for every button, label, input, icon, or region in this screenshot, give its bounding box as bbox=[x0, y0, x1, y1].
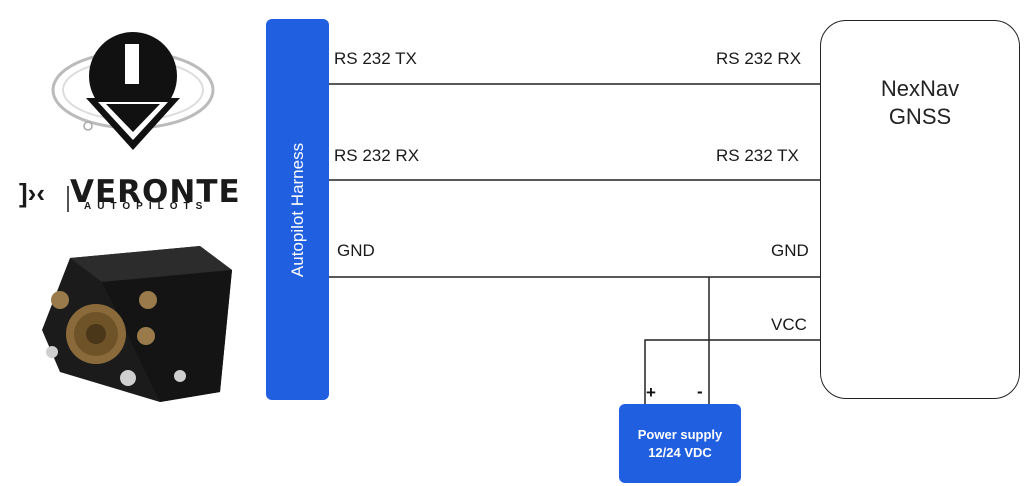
harness-label: Autopilot Harness bbox=[287, 142, 307, 277]
label-rs232-tx-right: RS 232 TX bbox=[716, 146, 799, 165]
veronte-mark: ]›‹ bbox=[19, 178, 45, 208]
autopilot-device-icon bbox=[42, 246, 232, 402]
psu-label-line1: Power supply bbox=[637, 426, 723, 442]
label-gnd-right: GND bbox=[771, 241, 809, 260]
power-supply: Power supply 12/24 VDC bbox=[619, 404, 741, 483]
gnss-title-line1: NexNav bbox=[880, 76, 960, 101]
autopilot-harness: Autopilot Harness bbox=[266, 19, 329, 400]
veronte-wordmark: VERONTE bbox=[70, 174, 241, 210]
veronte-tagline: AUTOPILOTS bbox=[84, 201, 209, 212]
veronte-logo-icon bbox=[51, 32, 215, 150]
psu-plus-terminal: + bbox=[646, 383, 656, 402]
psu-minus-terminal: - bbox=[697, 382, 703, 401]
gnss-module: NexNav GNSS bbox=[820, 20, 1020, 399]
label-gnd-left: GND bbox=[337, 241, 375, 260]
label-rs232-rx-left: RS 232 RX bbox=[334, 146, 420, 165]
label-vcc: VCC bbox=[771, 315, 807, 334]
psu-label-line2: 12/24 VDC bbox=[648, 444, 712, 460]
label-rs232-tx-left: RS 232 TX bbox=[334, 49, 417, 68]
wire-vcc bbox=[644, 339, 820, 404]
gnss-title-line2: GNSS bbox=[888, 104, 952, 129]
label-rs232-rx-right: RS 232 RX bbox=[716, 49, 802, 68]
